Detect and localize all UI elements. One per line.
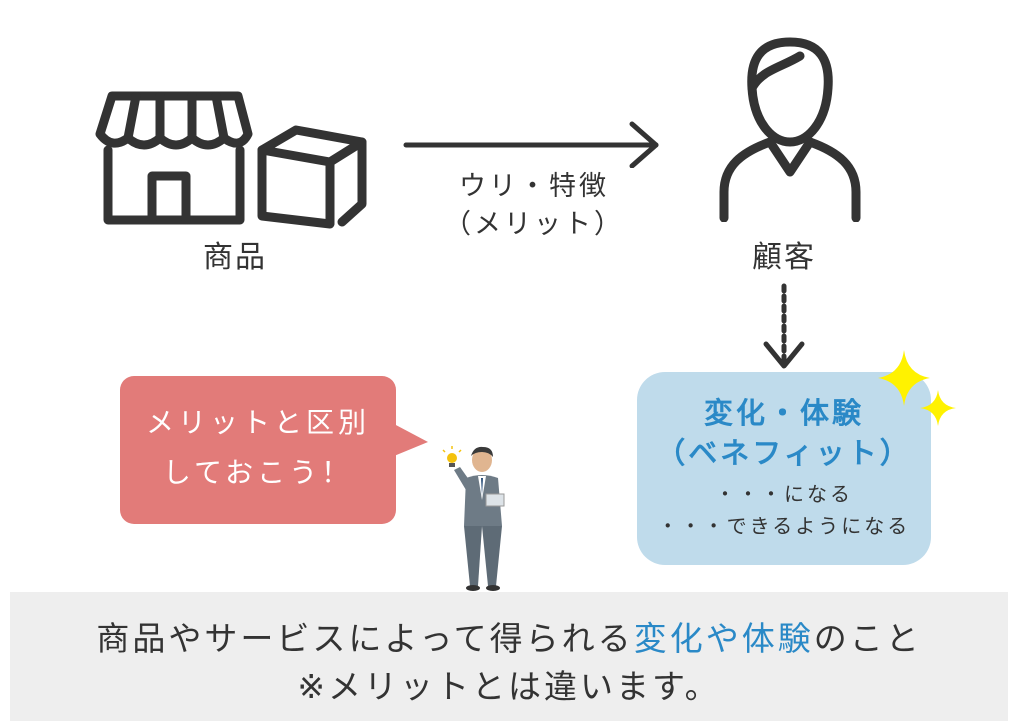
box-icon xyxy=(257,125,367,229)
shop-icon xyxy=(95,91,253,225)
bottom-highlight-experience: 体験 xyxy=(741,619,814,658)
benefit-title-line2: （ベネフィット） xyxy=(656,436,912,470)
benefit-title-line1: 変化・体験 xyxy=(703,396,864,430)
arrow-label-line1: ウリ・特徴 xyxy=(459,171,609,202)
bottom-banner: 商品やサービスによって得られる変化や体験のこと ※メリットとは違います。 xyxy=(10,592,1008,721)
speech-tail-icon xyxy=(394,424,428,456)
dotted-arrow-down-icon xyxy=(763,283,805,369)
benefit-line4: ・・・できるようになる xyxy=(657,514,911,538)
bottom-line1: 商品やサービスによって得られる変化や体験のこと xyxy=(10,612,1008,660)
person-icon xyxy=(719,37,861,222)
arrow-label-line2: （メリット） xyxy=(444,209,624,240)
shop-label: 商品 xyxy=(203,240,267,275)
bottom-highlight-change: 変化 xyxy=(633,619,706,658)
bottom-line1-part3: のこと xyxy=(813,619,922,658)
businessman-icon xyxy=(442,446,505,591)
sparkle-icon xyxy=(878,350,956,426)
speech-line2: しておこう！ xyxy=(162,456,354,489)
arrow-right-icon xyxy=(403,121,659,168)
speech-line1: メリットと区別 xyxy=(145,406,370,439)
arrow-label: ウリ・特徴 （メリット） xyxy=(418,168,650,244)
benefit-line3: ・・・になる xyxy=(715,482,853,506)
bottom-line2: ※メリットとは違います。 xyxy=(297,667,721,706)
benefit-box: 変化・体験 （ベネフィット） ・・・になる ・・・できるようになる xyxy=(637,372,931,565)
bottom-line1-part2: や xyxy=(705,619,742,658)
customer-label: 顧客 xyxy=(752,240,816,275)
bottom-line1-part1: 商品やサービスによって得られる xyxy=(96,619,634,658)
speech-bubble: メリットと区別 しておこう！ xyxy=(120,376,396,524)
